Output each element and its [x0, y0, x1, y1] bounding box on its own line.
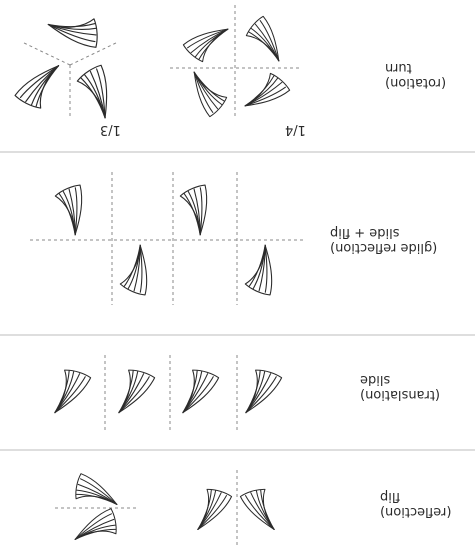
label-rotation-sub: (rotation) — [385, 75, 447, 90]
rotation3-horn-right — [76, 64, 108, 119]
label-glide-name: slide + flip — [330, 225, 400, 240]
label-glide: (glide reflection) slide + flip — [330, 225, 437, 255]
label-glide-sub: (glide reflection) — [330, 240, 438, 255]
rotation3-guide-right — [69, 41, 119, 66]
translation-horn-3 — [182, 369, 220, 414]
label-translation-sub: (translation) — [360, 387, 441, 402]
reflection-horn-right — [239, 488, 275, 530]
rotation3-horn-top — [47, 18, 98, 48]
reflection-horn-lower — [74, 508, 117, 540]
fraction-one-quarter: 1/4 — [285, 122, 306, 137]
rotation4-horn-bottom-right — [244, 72, 291, 107]
label-rotation-name: turn — [385, 60, 412, 75]
glide-horn-1 — [54, 184, 83, 236]
translation-horn-2 — [118, 369, 156, 414]
glide-horn-2 — [119, 244, 148, 296]
rotation3-guide-left — [21, 41, 71, 66]
rotation4-horn-top-right — [245, 15, 280, 62]
label-reflection: (reflection) flip — [380, 489, 451, 519]
fraction-one-third: 1/3 — [100, 122, 121, 137]
rotation4-horn-bottom-left — [193, 71, 228, 118]
label-reflection-sub: (reflection) — [380, 504, 452, 519]
reflection-horn-left — [197, 488, 233, 530]
rotation4-horn-top-left — [182, 28, 229, 63]
glide-horn-3 — [179, 184, 208, 236]
translation-horn-1 — [54, 369, 92, 414]
label-reflection-name: flip — [380, 489, 401, 504]
glide-horn-4 — [244, 244, 273, 296]
reflection-horn-upper — [75, 473, 118, 505]
label-rotation: (rotation) turn — [385, 60, 446, 90]
rotation3-horn-left — [14, 65, 60, 109]
translation-horn-4 — [245, 369, 283, 414]
label-translation-name: slide — [360, 372, 391, 387]
label-translation: (translation) slide — [360, 372, 440, 402]
